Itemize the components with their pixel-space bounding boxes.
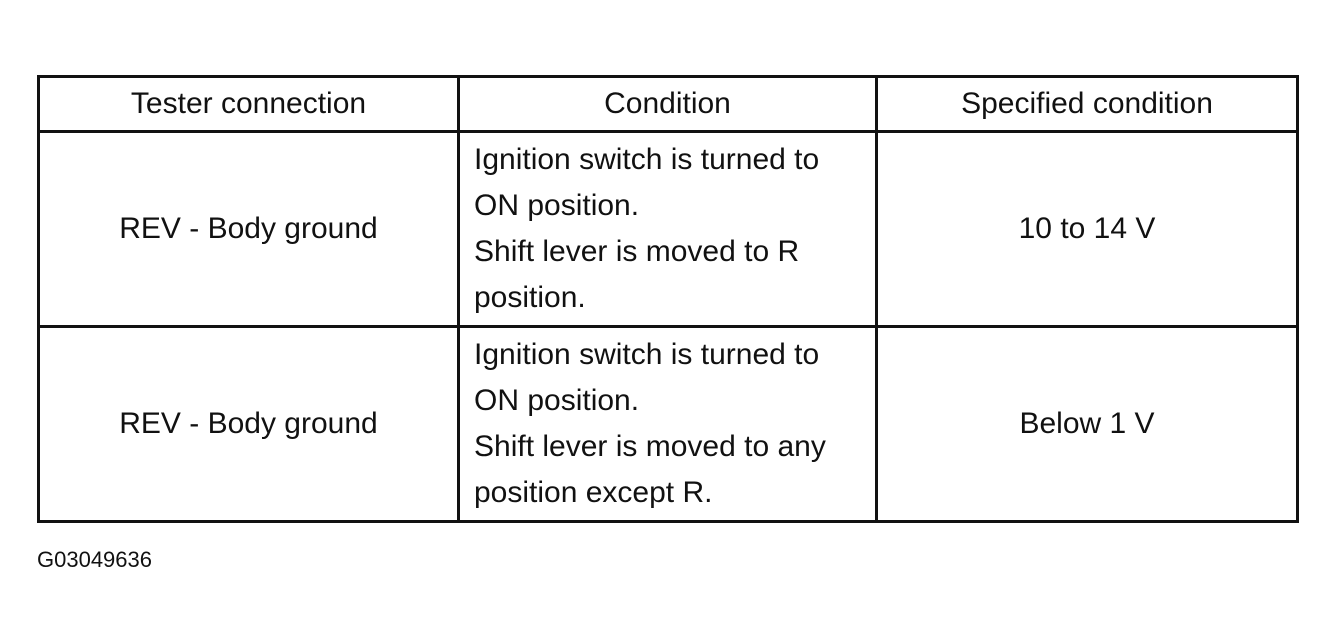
condition-line: ON position.: [474, 189, 640, 222]
header-condition: Condition: [457, 75, 878, 133]
condition-line: Ignition switch is turned to: [474, 338, 820, 371]
condition-cell: Ignition switch is turned to ON position…: [457, 325, 878, 523]
specified-condition-cell: Below 1 V: [875, 325, 1299, 523]
condition-line: Ignition switch is turned to: [474, 143, 820, 176]
table-row: REV - Body ground Ignition switch is tur…: [37, 325, 1299, 523]
header-specified-condition: Specified condition: [875, 75, 1299, 133]
tester-connection-cell: REV - Body ground: [37, 130, 460, 328]
condition-line: position except R.: [474, 476, 713, 509]
specification-table: Tester connection Condition Specified co…: [37, 75, 1299, 523]
specified-condition-cell: 10 to 14 V: [875, 130, 1299, 328]
condition-line: position.: [474, 281, 586, 314]
header-tester-connection: Tester connection: [37, 75, 460, 133]
table-header-row: Tester connection Condition Specified co…: [37, 75, 1299, 133]
figure-id: G03049636: [37, 547, 152, 572]
condition-line: ON position.: [474, 384, 640, 417]
condition-cell: Ignition switch is turned to ON position…: [457, 130, 878, 328]
table-row: REV - Body ground Ignition switch is tur…: [37, 130, 1299, 328]
condition-line: Shift lever is moved to any: [474, 430, 826, 463]
tester-connection-cell: REV - Body ground: [37, 325, 460, 523]
condition-line: Shift lever is moved to R: [474, 235, 800, 268]
